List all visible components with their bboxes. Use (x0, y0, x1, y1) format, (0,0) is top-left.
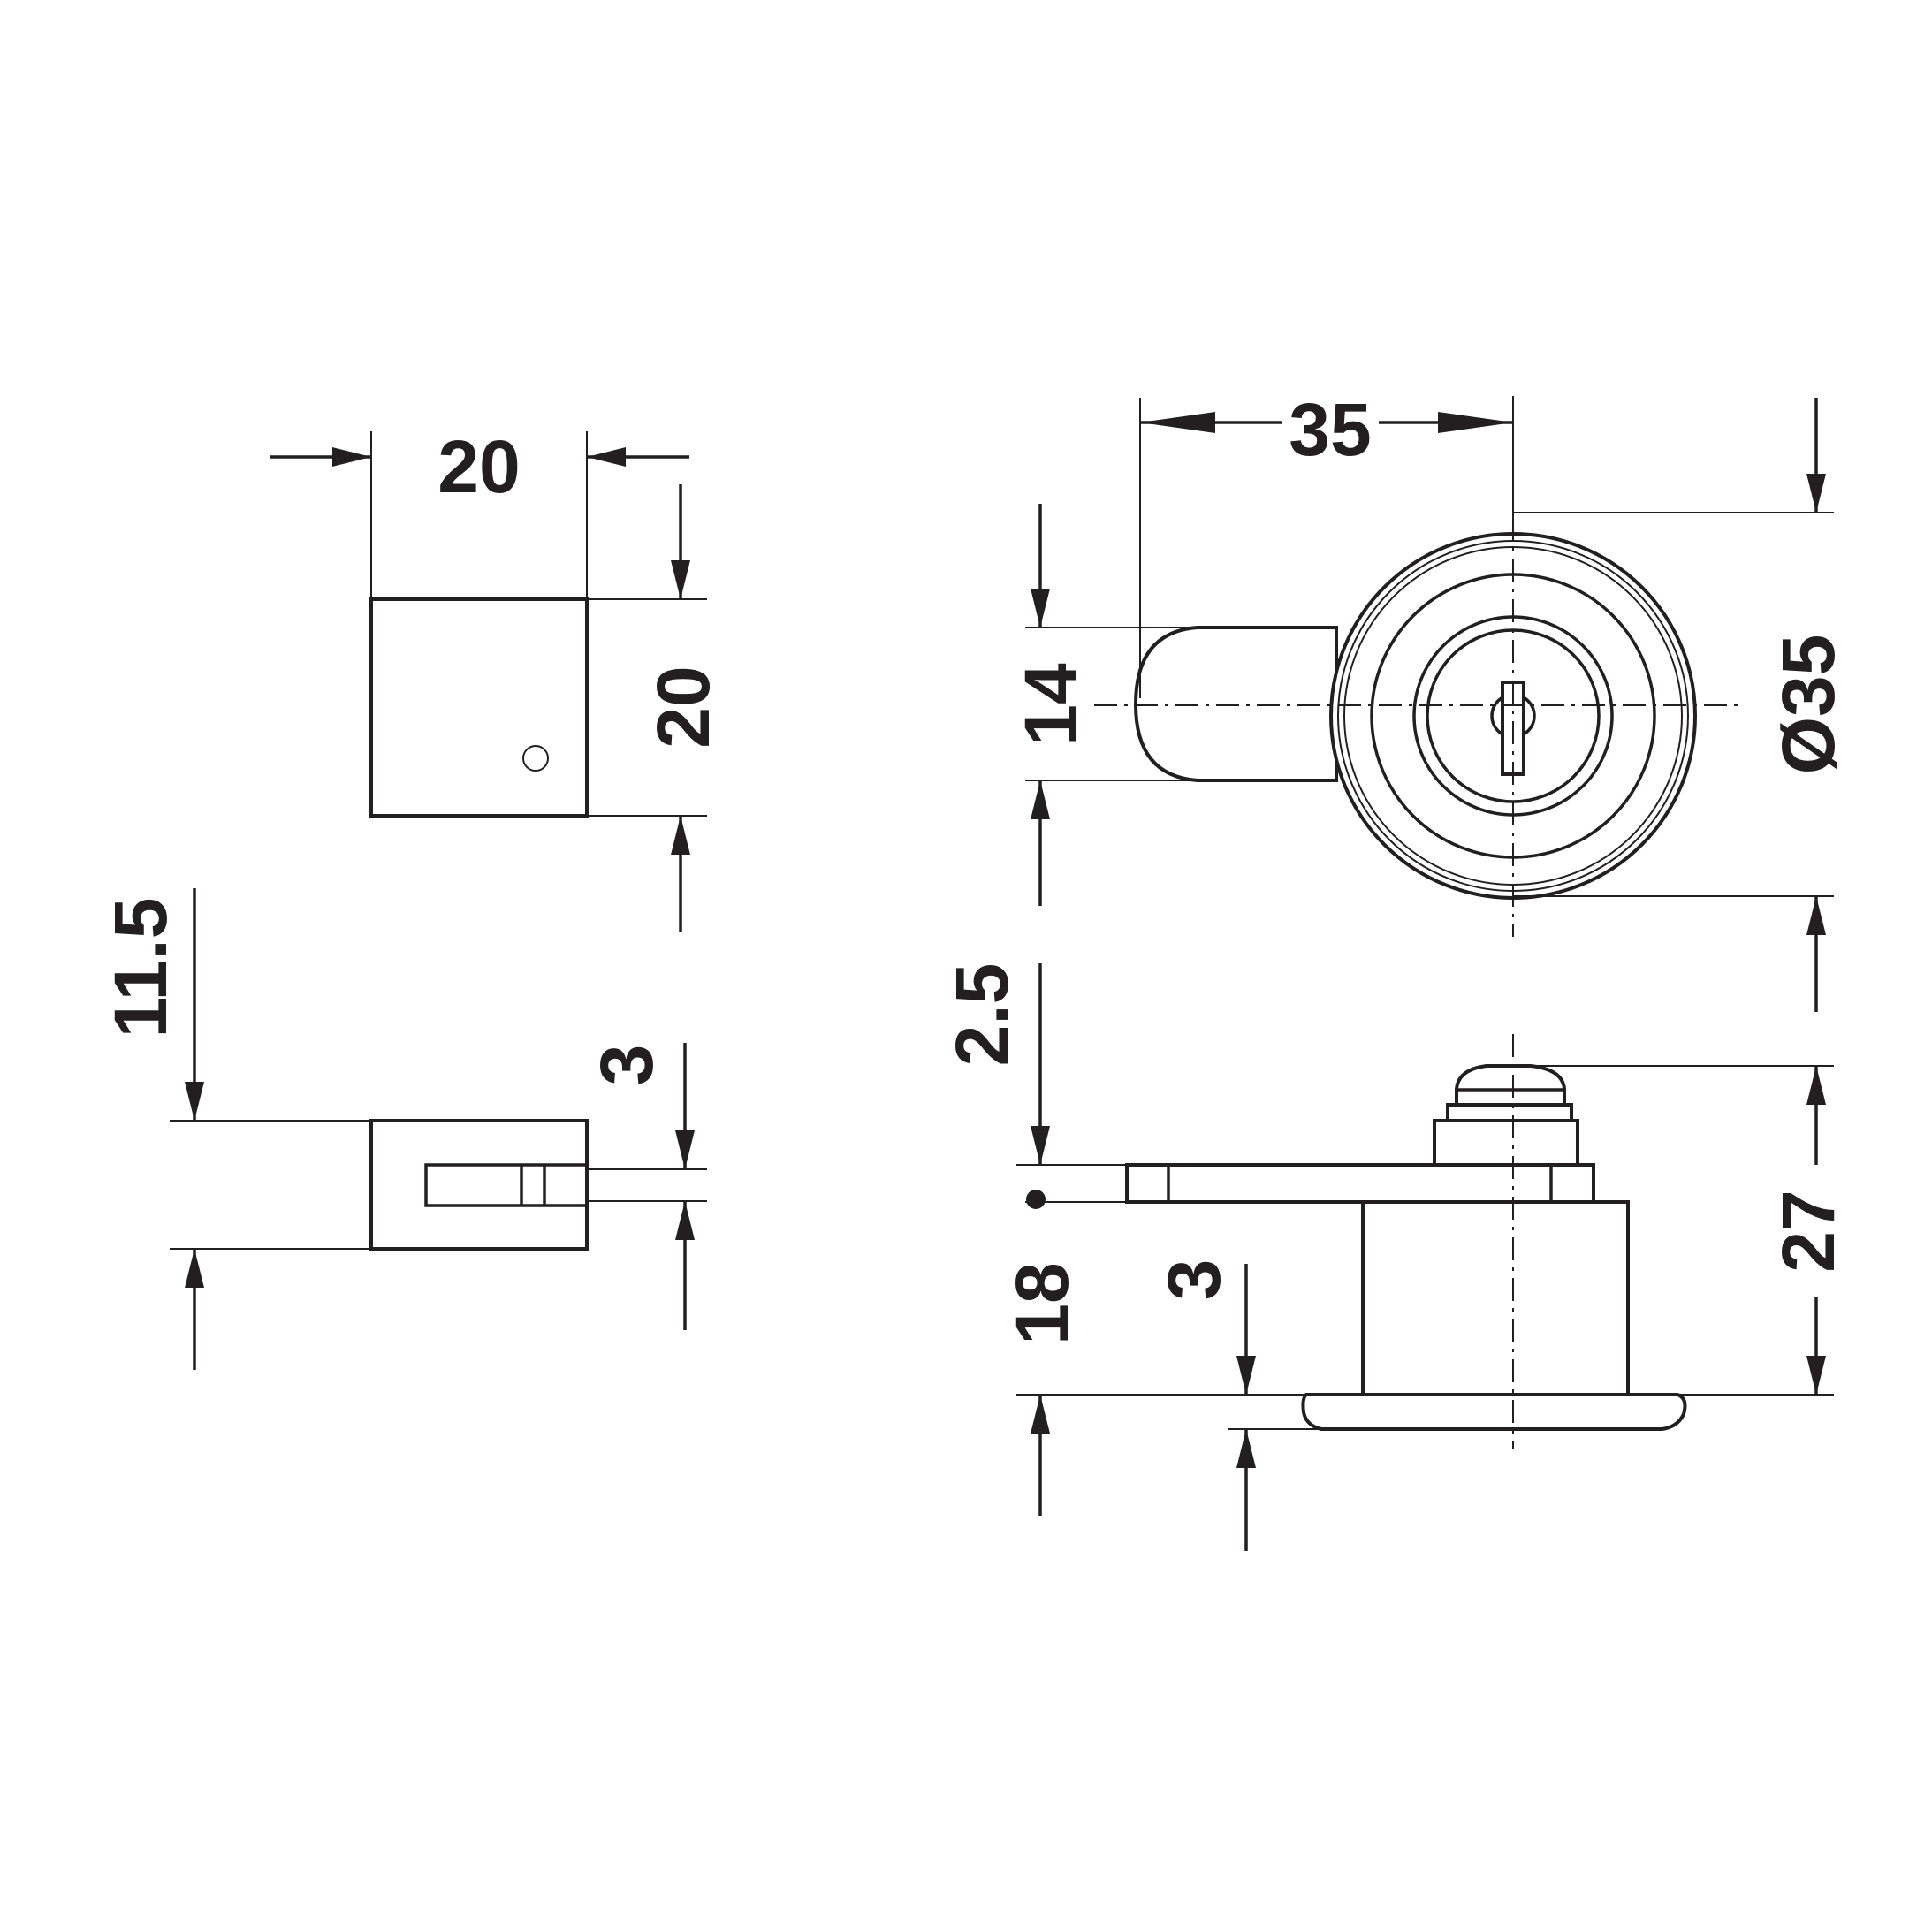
keeper-side-view: 11.5 3 (99, 888, 707, 1370)
keeper-slot-label: 3 (585, 1045, 668, 1086)
door-thickness-label: 18 (1000, 1262, 1084, 1344)
keeper-side-height-label: 11.5 (99, 898, 182, 1038)
bolt-height-label: 14 (1009, 663, 1092, 746)
body-depth-label: 27 (1767, 1190, 1850, 1272)
flange-thickness-label: 3 (1152, 1259, 1236, 1301)
keeper-front-view: 20 20 (270, 425, 725, 932)
bolt-travel-label: 35 (1289, 388, 1371, 471)
keeper-height-label: 20 (642, 666, 725, 748)
bolt-offset-label: 2.5 (940, 963, 1023, 1067)
lock-side-view: 2.5 18 3 27 (940, 963, 1850, 1551)
rose-diameter-label: Ø35 (1767, 635, 1850, 775)
keeper-width-label: 20 (437, 425, 520, 508)
lock-front-view: 35 14 Ø35 (1009, 388, 1850, 1012)
